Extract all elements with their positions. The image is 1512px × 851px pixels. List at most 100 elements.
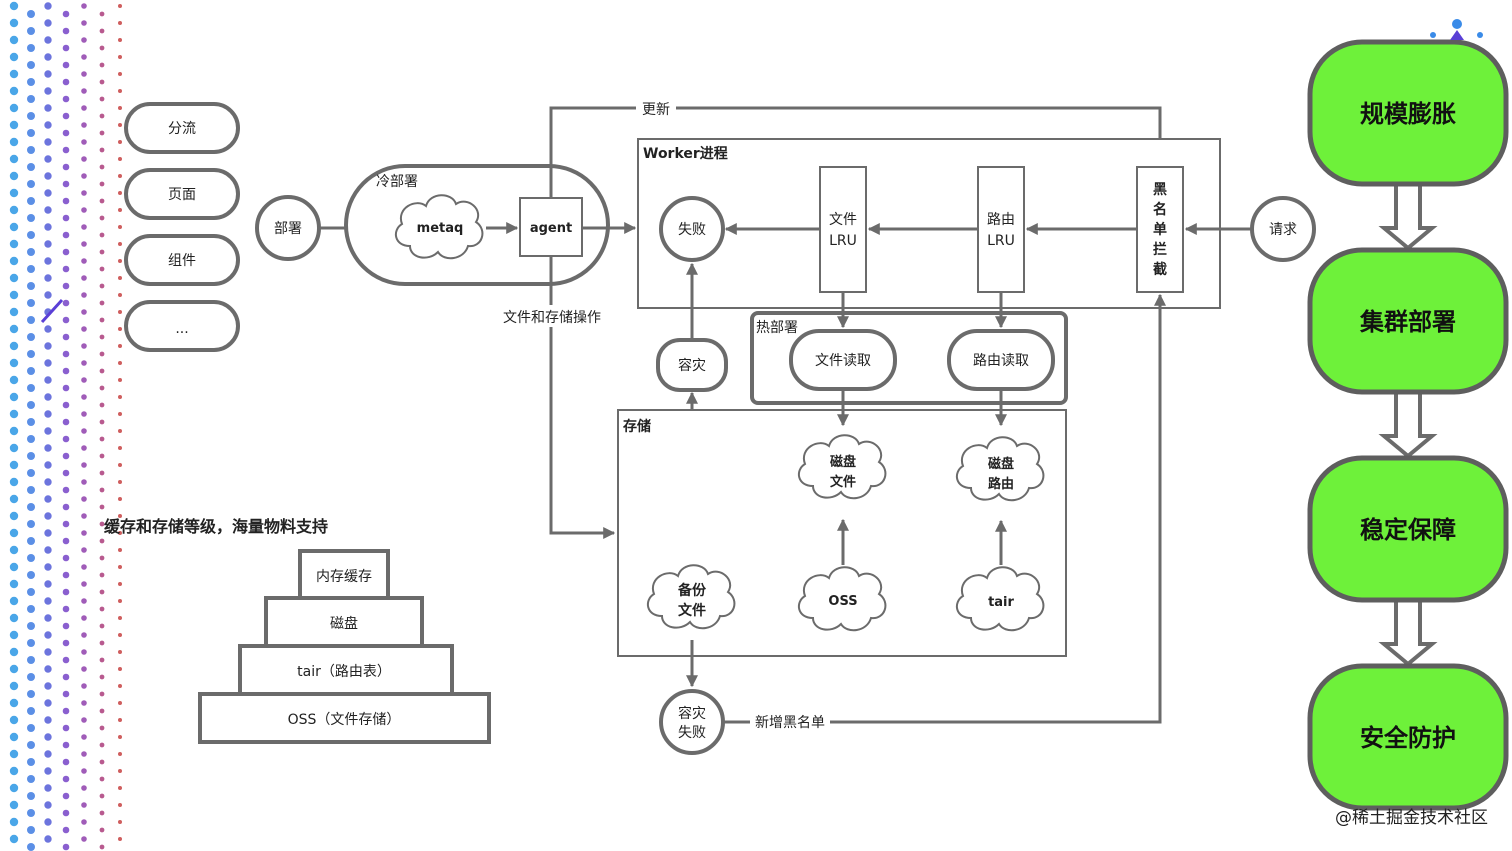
decorative-dot [81,394,87,400]
decorative-dot [9,562,19,572]
decorative-dot [44,138,52,146]
decorative-dot [118,4,122,8]
decorative-dot [99,385,105,391]
hot-deploy-label: 热部署 [756,320,798,336]
decorative-dot [62,146,70,154]
decorative-dot [9,120,19,130]
decorative-dot [27,78,35,86]
decorative-dot [118,429,122,433]
list-item-box [124,102,240,154]
decorative-dot [27,673,35,681]
decorative-dot [62,469,70,477]
decorative-dot [9,392,19,402]
decorative-dot [44,546,52,554]
pillar-security-label: 安全防护 [1360,724,1456,752]
file-lru-label-2: LRU [829,233,857,249]
decorative-dot [118,803,122,807]
decorative-dot [99,555,105,561]
decorative-dot [9,613,19,623]
decorative-dot [99,844,105,850]
decorative-dot [9,273,19,283]
decorative-dot [118,786,122,790]
decorative-dot [81,666,87,672]
decorative-dot [62,27,70,35]
decorative-dot [27,299,35,307]
blacklist-char: 名 [1153,201,1167,218]
decorative-dot [27,469,35,477]
pillar-stability-label: 稳定保障 [1360,516,1456,544]
disaster-fail-node [659,689,725,755]
decorative-dot [27,809,35,817]
decorative-dot [62,316,70,324]
decorative-dot [62,10,70,18]
decorative-dot [62,537,70,545]
decorative-dot [44,461,52,469]
decorative-dot [81,785,87,791]
decorative-dot [44,495,52,503]
decorative-dot [62,231,70,239]
decorative-dot [27,639,35,647]
decorative-dot [99,572,105,578]
decorative-dot [62,758,70,766]
decorative-dot [99,606,105,612]
decorative-dot [99,62,105,68]
decorative-dot [99,96,105,102]
decorative-dot [44,716,52,724]
decorative-dot [9,579,19,589]
decorative-dot [81,615,87,621]
decorative-dot [62,775,70,783]
disaster-fail-label-2: 失败 [678,725,706,741]
decorative-dot [9,358,19,368]
update-arrow [549,106,1166,198]
worker-title: Worker进程 [643,146,728,162]
decorative-dot [44,767,52,775]
decorative-dot [99,130,105,136]
decorative-dot [81,513,87,519]
decorative-dot [27,588,35,596]
decorative-dot [27,775,35,783]
decorative-dot [118,72,122,76]
decorative-dot [44,70,52,78]
decorative-dot [62,112,70,120]
pillar-cluster [1307,247,1509,395]
decorative-dot [27,27,35,35]
decorative-dot [9,749,19,759]
decorative-dot [81,377,87,383]
decorative-dot [44,784,52,792]
decorative-dot [9,409,19,419]
decorative-dot [27,554,35,562]
decorative-dot [99,368,105,374]
disaster-label: 容灾 [678,357,706,374]
decorative-dot [44,393,52,401]
decorative-dot [99,827,105,833]
decorative-dot [99,810,105,816]
decorative-dot [9,103,19,113]
pyramid-level-memory-label: 内存缓存 [316,569,372,585]
decorative-dot [118,446,122,450]
decorative-dot [81,445,87,451]
decorative-dot [99,266,105,272]
decorative-dot [99,521,105,527]
decorative-dot [9,494,19,504]
decorative-dot [27,520,35,528]
decorative-dot [44,376,52,384]
decorative-dot [27,282,35,290]
blacklist-char: 截 [1153,261,1167,278]
disk-file-label-2: 文件 [830,474,856,490]
decorative-dot [81,581,87,587]
decorative-dot [118,123,122,127]
decorative-dot [81,530,87,536]
decorative-dot [62,418,70,426]
storage-title: 存储 [623,418,651,435]
decorative-dot [118,293,122,297]
decorative-dot [44,444,52,452]
decorative-dot [99,470,105,476]
decorative-dot [9,630,19,640]
decorative-dot [44,87,52,95]
decorative-dot [9,222,19,232]
decorative-dot [81,598,87,604]
decorative-dot [27,248,35,256]
decorative-dot [27,197,35,205]
decorative-dot [62,384,70,392]
decorative-dot [27,163,35,171]
